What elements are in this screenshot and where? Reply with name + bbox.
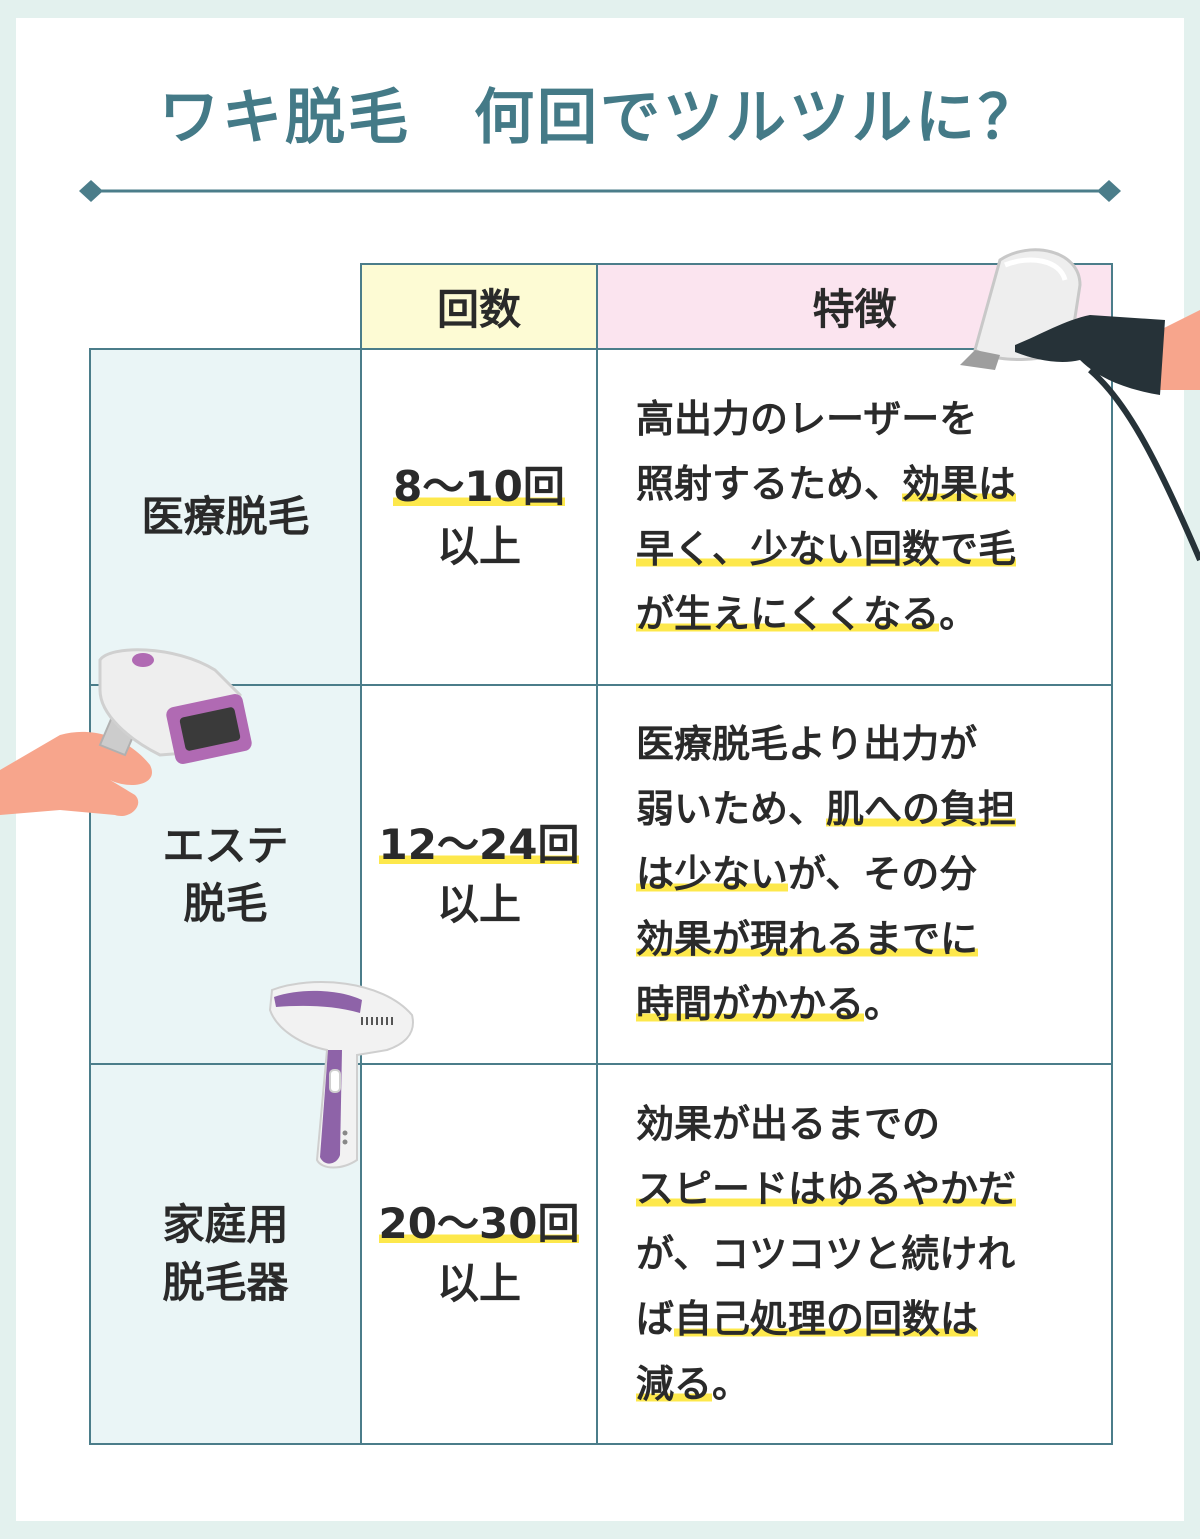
text-segment: 以上	[436, 1259, 521, 1308]
feature-line: 効果が出るまでの	[636, 1092, 1111, 1157]
row-name-line: 脱毛器	[162, 1258, 289, 1307]
text-segment: が、その分	[788, 852, 978, 896]
row-feature: 高出力のレーザーを照射するため、効果は早く、少ない回数で毛が生えにくくなる。	[596, 348, 1113, 686]
header-count: 回数	[360, 263, 598, 350]
laser-handpiece-icon	[960, 248, 1200, 562]
row-count: 20〜30回以上	[360, 1063, 598, 1445]
page-title: ワキ脱毛 何回でツルツルに？	[159, 83, 1041, 153]
row-feature: 効果が出るまでのスピードはゆるやかだが、コツコツと続ければ自己処理の回数は減る。	[596, 1063, 1113, 1445]
text-segment: 弱いため、	[636, 787, 827, 831]
text-segment: 。	[712, 1361, 751, 1406]
highlighted-text: 12〜24回	[378, 819, 580, 869]
highlighted-text: 減る	[636, 1361, 713, 1406]
row-name: 家庭用脱毛器	[89, 1063, 362, 1445]
comparison-table: 回数 特徴 医療脱毛 8〜10回以上 高出力のレーザーを照射するため、効果は早く…	[89, 263, 1113, 1445]
row-count: 12〜24回以上	[360, 684, 598, 1065]
row-name-line: 医療脱毛	[141, 492, 310, 541]
feature-line: ば自己処理の回数は	[636, 1287, 1111, 1352]
corner-cell	[90, 264, 361, 349]
feature-line: 高出力のレーザーを	[636, 387, 1111, 452]
highlighted-text: スピードはゆるやかだ	[636, 1166, 1017, 1211]
row-feature: 医療脱毛より出力が弱いため、肌への負担は少ないが、その分効果が現れるまでに時間が…	[596, 684, 1113, 1065]
highlighted-text: 早く、少ない回数で毛	[636, 527, 1017, 571]
esthetic-device-icon	[0, 648, 252, 816]
count-line: 20〜30回	[362, 1194, 596, 1254]
highlighted-text: 時間がかかる	[636, 982, 865, 1026]
highlighted-text: 肌への負担	[826, 787, 1017, 831]
text-segment: 以上	[436, 879, 521, 929]
text-segment: 医療脱毛より出力が	[636, 722, 978, 766]
text-segment: 。	[939, 592, 978, 636]
feature-line: 照射するため、効果は	[636, 452, 1111, 517]
text-segment: 以上	[436, 522, 521, 571]
feature-line: 医療脱毛より出力が	[636, 712, 1111, 777]
feature-line: が、コツコツと続けれ	[636, 1222, 1111, 1287]
row-name: 医療脱毛	[89, 348, 362, 686]
count-line: 8〜10回	[362, 457, 596, 517]
highlighted-text: 20〜30回	[378, 1199, 580, 1248]
row-name-line: 家庭用	[162, 1200, 289, 1249]
feature-line: 弱いため、肌への負担	[636, 777, 1111, 842]
count-line: 以上	[362, 875, 596, 935]
text-segment: 高出力のレーザーを	[636, 397, 978, 441]
feature-line: 時間がかかる。	[636, 972, 1111, 1037]
count-line: 12〜24回	[362, 815, 596, 875]
feature-line: 効果が現れるまでに	[636, 907, 1111, 972]
feature-line: 減る。	[636, 1352, 1111, 1417]
feature-line: 早く、少ない回数で毛	[636, 517, 1111, 582]
text-segment: 照射するため、	[636, 462, 903, 506]
row-name-line: 脱毛	[183, 878, 268, 928]
text-segment: 。	[864, 982, 903, 1026]
home-epilator-icon	[268, 981, 414, 1169]
highlighted-text: が生えにくくなる	[636, 592, 940, 636]
highlighted-text: 効果は	[902, 462, 1017, 506]
text-segment: が、コツコツと続けれ	[636, 1231, 1016, 1276]
row-name-line: エステ	[162, 820, 289, 870]
feature-line: は少ないが、その分	[636, 842, 1111, 907]
count-line: 以上	[362, 517, 596, 577]
highlighted-text: 自己処理の回数は	[674, 1296, 979, 1341]
text-segment: 効果が出るまでの	[636, 1101, 941, 1146]
count-line: 以上	[362, 1254, 596, 1314]
feature-line: スピードはゆるやかだ	[636, 1157, 1111, 1222]
text-segment: ば	[636, 1296, 675, 1341]
highlighted-text: 8〜10回	[393, 462, 565, 511]
highlighted-text: 効果が現れるまでに	[636, 917, 979, 961]
highlighted-text: は少ない	[636, 852, 789, 896]
row-count: 8〜10回以上	[360, 348, 598, 686]
feature-line: が生えにくくなる。	[636, 582, 1111, 647]
